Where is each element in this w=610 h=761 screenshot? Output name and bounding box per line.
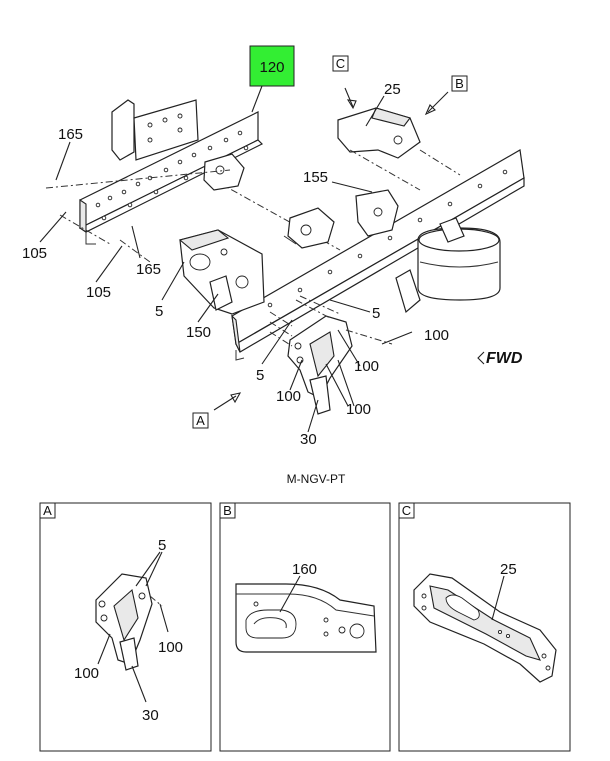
callout-30[interactable]: 30 bbox=[300, 431, 317, 448]
detail-b-bracket bbox=[235, 583, 377, 653]
detail-a-label: A bbox=[43, 503, 52, 518]
detail-ref-b-box[interactable] bbox=[451, 75, 468, 92]
right-rail-holes bbox=[267, 169, 508, 308]
rear-bracket-plate bbox=[111, 99, 199, 161]
rear-spring-hanger bbox=[287, 315, 353, 415]
detail-a-callout-30[interactable]: 30 bbox=[142, 707, 159, 724]
callout-155[interactable]: 155 bbox=[303, 169, 328, 186]
detail-c-panel: C 25 bbox=[398, 502, 571, 752]
detail-a-callout-100-right[interactable]: 100 bbox=[158, 639, 183, 656]
callout-105-left[interactable]: 105 bbox=[22, 245, 47, 262]
detail-ref-c-box[interactable] bbox=[332, 55, 349, 72]
callout-120[interactable]: 120 bbox=[259, 59, 284, 76]
callout-5-lower[interactable]: 5 bbox=[256, 367, 264, 384]
detail-b-callout-160[interactable]: 160 bbox=[292, 561, 317, 578]
detail-a-callout-100-left[interactable]: 100 bbox=[74, 665, 99, 682]
callout-5-right[interactable]: 5 bbox=[372, 305, 380, 322]
callout-105-lower[interactable]: 105 bbox=[86, 284, 111, 301]
callout-100-mid[interactable]: 100 bbox=[354, 358, 379, 375]
detail-b-panel: B 160 bbox=[219, 502, 391, 752]
upper-crossmember-bracket bbox=[337, 107, 461, 191]
callout-165-lower[interactable]: 165 bbox=[136, 261, 161, 278]
detail-ref-a[interactable]: A bbox=[196, 413, 205, 428]
diagram-caption: M-NGV-PT bbox=[287, 472, 346, 486]
detail-a-hanger bbox=[95, 573, 163, 671]
detail-c-crossmember bbox=[413, 573, 557, 683]
detail-c-callout-25[interactable]: 25 bbox=[500, 561, 517, 578]
callout-5-left[interactable]: 5 bbox=[155, 303, 163, 320]
fwd-label: FWD bbox=[486, 350, 523, 367]
center-lines bbox=[45, 169, 231, 263]
callout-150[interactable]: 150 bbox=[186, 324, 211, 341]
detail-ref-c[interactable]: C bbox=[336, 56, 345, 71]
leader-lines bbox=[39, 85, 449, 433]
callout-100-bottom[interactable]: 100 bbox=[346, 401, 371, 418]
detail-a-panel: A 5 100 100 30 bbox=[39, 502, 212, 752]
leveling-valve-assembly bbox=[203, 153, 341, 251]
detail-ref-b[interactable]: B bbox=[455, 76, 464, 91]
forward-indicator: FWD bbox=[477, 350, 523, 367]
callout-165-upper[interactable]: 165 bbox=[58, 126, 83, 143]
main-exploded-view: 120 C B A 25 165 155 105 165 105 5 150 5… bbox=[22, 45, 525, 448]
detail-ref-a-box[interactable] bbox=[192, 412, 209, 429]
callout-100-left[interactable]: 100 bbox=[276, 388, 301, 405]
detail-b-label: B bbox=[223, 503, 232, 518]
detail-c-label: C bbox=[402, 503, 411, 518]
detail-a-callout-5[interactable]: 5 bbox=[158, 537, 166, 554]
callout-25[interactable]: 25 bbox=[384, 81, 401, 98]
callout-box-120[interactable] bbox=[249, 45, 295, 87]
mounting-bolts bbox=[269, 295, 393, 347]
callout-100-right[interactable]: 100 bbox=[424, 327, 449, 344]
bracket-155 bbox=[355, 189, 399, 237]
air-spring bbox=[395, 217, 501, 314]
front-hanger-bracket bbox=[178, 229, 265, 315]
